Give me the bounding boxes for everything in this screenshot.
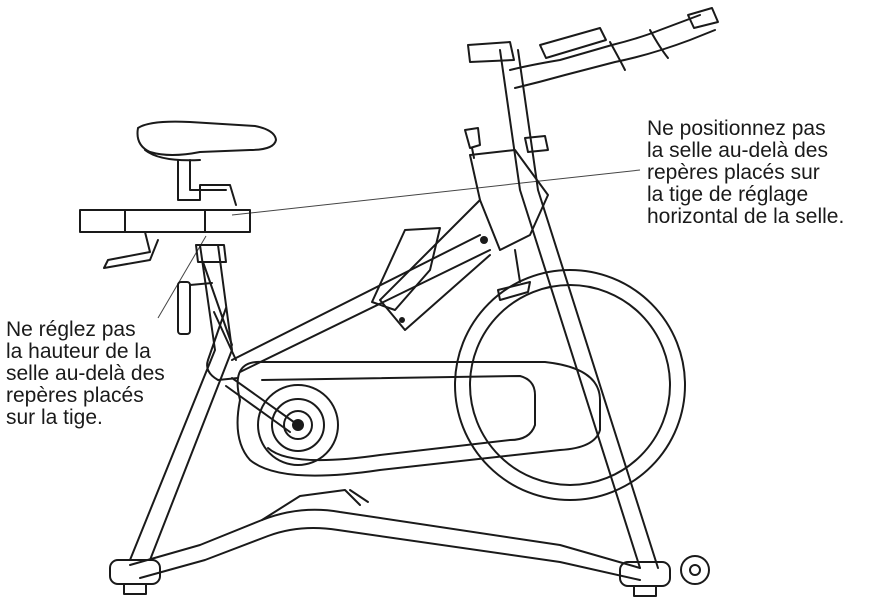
callout-line: repères placés sur (647, 161, 820, 184)
callout-line: la hauteur de la (6, 340, 151, 363)
saddle (79, 120, 277, 269)
leader-line-seat-horizontal (231, 169, 641, 216)
seat-height-knob (177, 281, 213, 335)
callout-line: la tige de réglage (647, 183, 809, 206)
resistance-knob (464, 127, 549, 159)
flywheel (454, 269, 686, 501)
callout-line: repères placés (6, 384, 144, 407)
callout-line: sur la tige. (6, 406, 103, 429)
seat-horizontal-adjustment-warning: Ne positionnez pas la selle au-delà des … (647, 118, 844, 228)
frame-front-leg (467, 41, 659, 569)
chain-guard (236, 360, 601, 477)
callout-line: selle au-delà des (6, 362, 165, 385)
crank-pedal (206, 307, 369, 503)
callout-line: Ne réglez pas (6, 318, 136, 341)
callout-line: Ne positionnez pas (647, 117, 826, 140)
handlebars (509, 7, 719, 89)
seat-height-adjustment-warning: Ne réglez pas la hauteur de la selle au-… (6, 319, 165, 429)
frame-base (109, 489, 710, 597)
frame-down-tube (231, 149, 549, 373)
callout-line: la selle au-delà des (647, 139, 828, 162)
callout-line: horizontal de la selle. (647, 205, 845, 228)
leader-line-seat-height (157, 235, 207, 319)
